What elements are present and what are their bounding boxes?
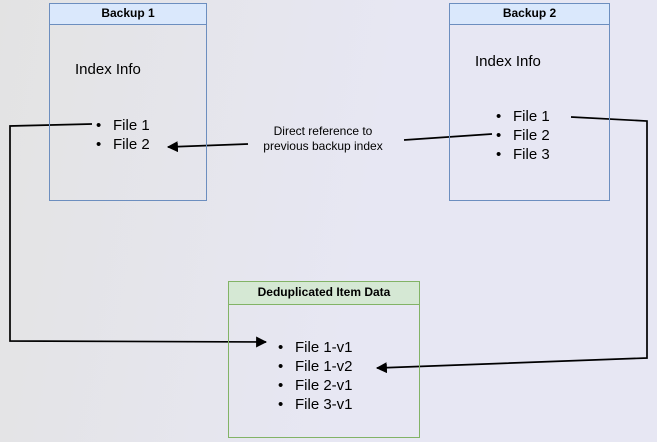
list-item: File 1 [494,107,550,126]
list-item: File 2 [494,126,550,145]
backup2-file-list: File 1 File 2 File 3 [494,107,550,164]
list-item: File 3 [494,145,550,164]
edge-label-line1: Direct reference to [273,124,373,138]
backup2-box: Backup 2 [449,3,610,201]
edge-label-line2: previous backup index [263,139,383,153]
backup2-index-info-label: Index Info [475,53,541,70]
list-item: File 1 [94,116,150,135]
arrow-backup1-file1-to-dedup [9,123,268,348]
list-item: File 3-v1 [276,395,353,414]
backup2-header: Backup 2 [450,4,609,25]
arrow-backup2-file2-to-backup1-head [166,141,249,153]
list-item: File 1-v1 [276,338,353,357]
list-item: File 2-v1 [276,376,353,395]
backup1-box: Backup 1 [49,3,207,201]
dedup-box: Deduplicated Item Data [228,281,420,438]
backup1-header: Backup 1 [50,4,206,25]
dedup-file-list: File 1-v1 File 1-v2 File 2-v1 File 3-v1 [276,338,353,414]
arrow-backup2-file2-to-backup1-tail [403,133,493,141]
backup1-index-info-label: Index Info [75,61,141,78]
backup1-file-list: File 1 File 2 [94,116,150,154]
edge-label-direct-reference: Direct reference to previous backup inde… [238,124,408,154]
dedup-header: Deduplicated Item Data [229,282,419,305]
list-item: File 2 [94,135,150,154]
list-item: File 1-v2 [276,357,353,376]
